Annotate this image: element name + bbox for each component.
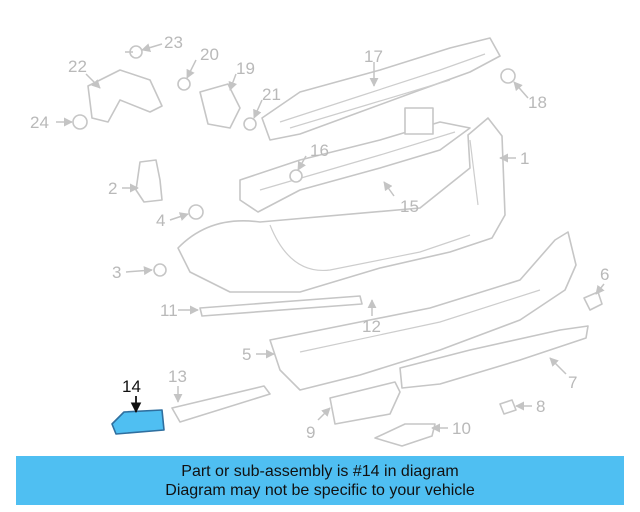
callout-17: 17 (364, 47, 383, 66)
callout-1: 1 (520, 149, 529, 168)
parts-diagram: 1 2 3 4 5 6 7 8 9 10 11 12 13 14 15 16 1… (30, 33, 609, 447)
part-9-finisher (329, 381, 401, 425)
callout-19: 19 (236, 59, 255, 78)
callout-20: 20 (200, 45, 219, 64)
callout-14: 14 (122, 377, 141, 396)
part-6-clip (583, 291, 603, 311)
callout-5: 5 (242, 345, 251, 364)
part-22-bracket (87, 69, 163, 123)
callout-11: 11 (160, 301, 178, 320)
callout-22: 22 (68, 57, 87, 76)
leader-lines (56, 43, 605, 433)
part-7-diffuser (399, 325, 589, 389)
callout-15: 15 (400, 197, 419, 216)
callout-6: 6 (600, 265, 609, 284)
part-19-bracket (199, 83, 241, 129)
part-10-finisher (374, 423, 436, 447)
callout-9: 9 (306, 423, 315, 442)
callout-10: 10 (452, 419, 471, 438)
fasteners (72, 45, 516, 277)
callout-2: 2 (108, 179, 117, 198)
callout-3: 3 (112, 263, 121, 282)
part-13-reflector (171, 385, 271, 423)
part-17-absorber (261, 37, 501, 141)
callout-23: 23 (164, 33, 183, 52)
callout-8: 8 (536, 397, 545, 416)
callout-4: 4 (156, 211, 165, 230)
callout-21: 21 (262, 85, 281, 104)
part-12-valance (269, 231, 577, 391)
part-14-highlighted (111, 409, 165, 435)
banner-line-disclaimer: Diagram may not be specific to your vehi… (165, 482, 475, 499)
callout-12: 12 (362, 317, 381, 336)
callout-13: 13 (168, 367, 187, 386)
banner-line-part-info: Part or sub-assembly is #14 in diagram (181, 463, 459, 480)
part-2-grommet (135, 159, 163, 203)
part-1-bumper-cover (177, 117, 506, 293)
part-11-trim (199, 295, 363, 317)
part-8-nut (499, 399, 517, 415)
info-banner: Part or sub-assembly is #14 in diagram D… (16, 456, 624, 505)
callout-24: 24 (30, 113, 49, 132)
callout-7: 7 (568, 373, 577, 392)
callout-18: 18 (528, 93, 547, 112)
callout-16: 16 (310, 141, 329, 160)
